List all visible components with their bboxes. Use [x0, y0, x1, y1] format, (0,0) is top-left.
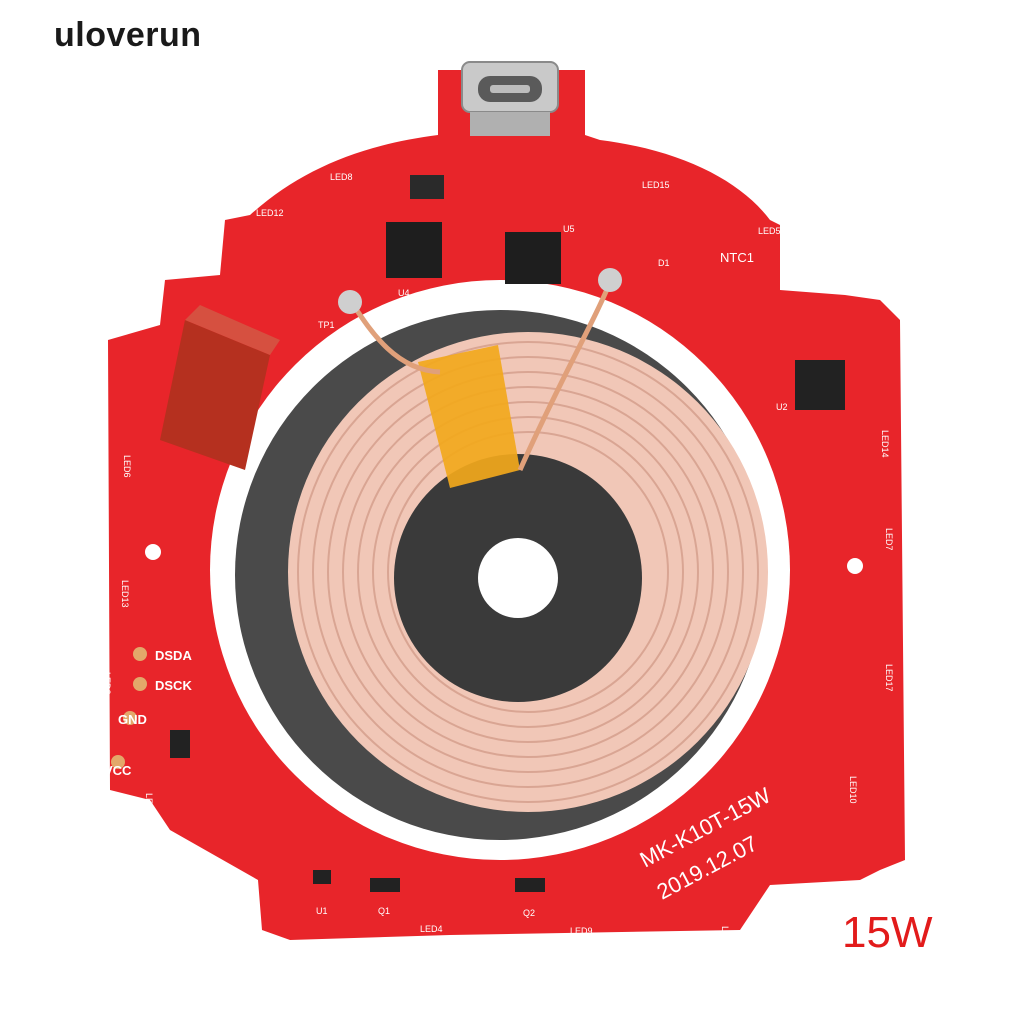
- u2-label: U2: [776, 402, 788, 412]
- led14-label: LED14: [144, 793, 154, 821]
- led13-label: LED13: [120, 580, 130, 608]
- led10-label: LED10: [848, 776, 858, 804]
- power-rating: 15W: [842, 908, 933, 957]
- u4-label: U4: [398, 288, 410, 298]
- led12-label: LED12: [256, 208, 284, 218]
- pad-dsck: [133, 677, 147, 691]
- ntc-label: NTC1: [720, 250, 754, 265]
- led18-label: LED14: [880, 430, 890, 458]
- wireless-coil-icon: [288, 332, 768, 812]
- led17-label: LED17: [884, 664, 894, 692]
- pad-label-dsda: DSDA: [155, 648, 192, 663]
- chip-icon: [170, 175, 845, 892]
- usb-c-port-icon: [461, 61, 559, 136]
- fx-label: FX: [698, 932, 710, 942]
- led5-label: LED5: [758, 226, 781, 236]
- u1-label: U1: [316, 906, 328, 916]
- coil-lead-right: [517, 281, 613, 472]
- led9-label: LED9: [570, 926, 593, 936]
- mount-hole: [847, 558, 863, 574]
- pad-label-gnd: GND: [118, 712, 147, 727]
- led3-label: LED3: [102, 672, 112, 695]
- tp1-label: TP1: [318, 320, 335, 330]
- led7-label: LED7: [884, 528, 894, 551]
- kapton-tape: [418, 345, 520, 488]
- tp1-pad: [338, 290, 362, 314]
- led6-label: LED6: [122, 455, 132, 478]
- coil-lead-left: [349, 301, 441, 375]
- tp2-pad: [598, 268, 622, 292]
- led15-label: LED15: [642, 180, 670, 190]
- q2-label: Q2: [523, 908, 535, 918]
- led4-label: LED4: [420, 924, 443, 934]
- led16-label: LED16: [720, 926, 730, 954]
- brand-name: uloverun: [54, 16, 202, 54]
- tp2-label: TP2: [578, 294, 595, 304]
- pad-label-dsck: DSCK: [155, 678, 192, 693]
- pad-label-vcc: VCC: [104, 763, 132, 778]
- d1-label: D1: [658, 258, 670, 268]
- pad-gnd: [123, 711, 137, 725]
- pad-vcc: [111, 755, 125, 769]
- u5-label: U5: [563, 224, 575, 234]
- led8-label: LED8: [330, 172, 353, 182]
- pad-dsda: [133, 647, 147, 661]
- capacitor-icon: [160, 305, 280, 470]
- mount-hole: [145, 544, 161, 560]
- led11-label: LED11: [238, 880, 248, 907]
- q1-label: Q1: [378, 906, 390, 916]
